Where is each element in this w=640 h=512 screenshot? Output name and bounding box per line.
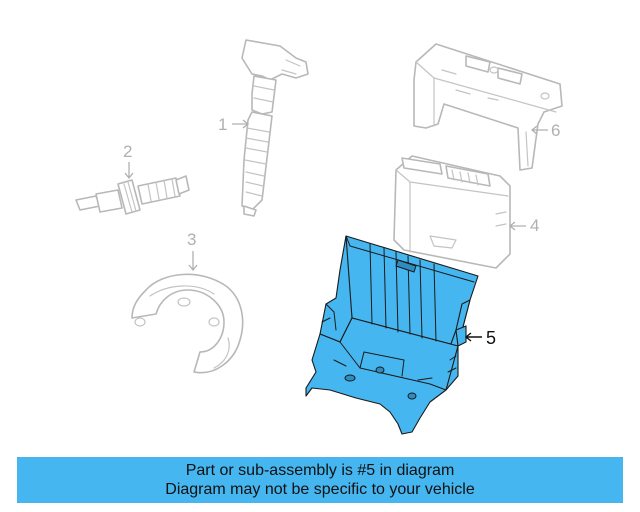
spark-plug-part bbox=[75, 175, 190, 215]
mounting-bracket-part bbox=[413, 43, 563, 171]
callout-2-leader bbox=[124, 162, 134, 180]
control-module-part bbox=[393, 155, 511, 269]
callout-2: 2 bbox=[123, 142, 134, 180]
callout-1-label: 1 bbox=[218, 115, 227, 134]
callout-1-leader bbox=[232, 119, 250, 129]
shield-bracket-part bbox=[131, 273, 244, 374]
callout-6-label: 6 bbox=[551, 121, 560, 140]
banner-line-2: Diagram may not be specific to your vehi… bbox=[165, 481, 475, 498]
ignition-coil-part bbox=[241, 39, 309, 217]
callout-6: 6 bbox=[530, 121, 560, 140]
parts-diagram: 1 2 3 4 bbox=[75, 39, 563, 435]
info-banner: Part or sub-assembly is #5 in diagram Di… bbox=[17, 457, 623, 503]
callout-5: 5 bbox=[464, 328, 496, 348]
callout-6-leader bbox=[530, 125, 548, 135]
callout-2-label: 2 bbox=[123, 142, 132, 161]
callout-4: 4 bbox=[508, 216, 539, 235]
callout-5-leader bbox=[464, 332, 482, 342]
banner-line-1: Part or sub-assembly is #5 in diagram bbox=[185, 462, 455, 479]
callout-3-label: 3 bbox=[187, 230, 196, 249]
highlighted-tray-part bbox=[305, 235, 479, 435]
callout-5-label: 5 bbox=[486, 328, 496, 348]
callout-4-leader bbox=[508, 221, 526, 231]
callout-1: 1 bbox=[218, 115, 250, 134]
callout-3: 3 bbox=[187, 230, 198, 272]
callout-3-leader bbox=[188, 251, 198, 272]
callout-4-label: 4 bbox=[530, 216, 539, 235]
